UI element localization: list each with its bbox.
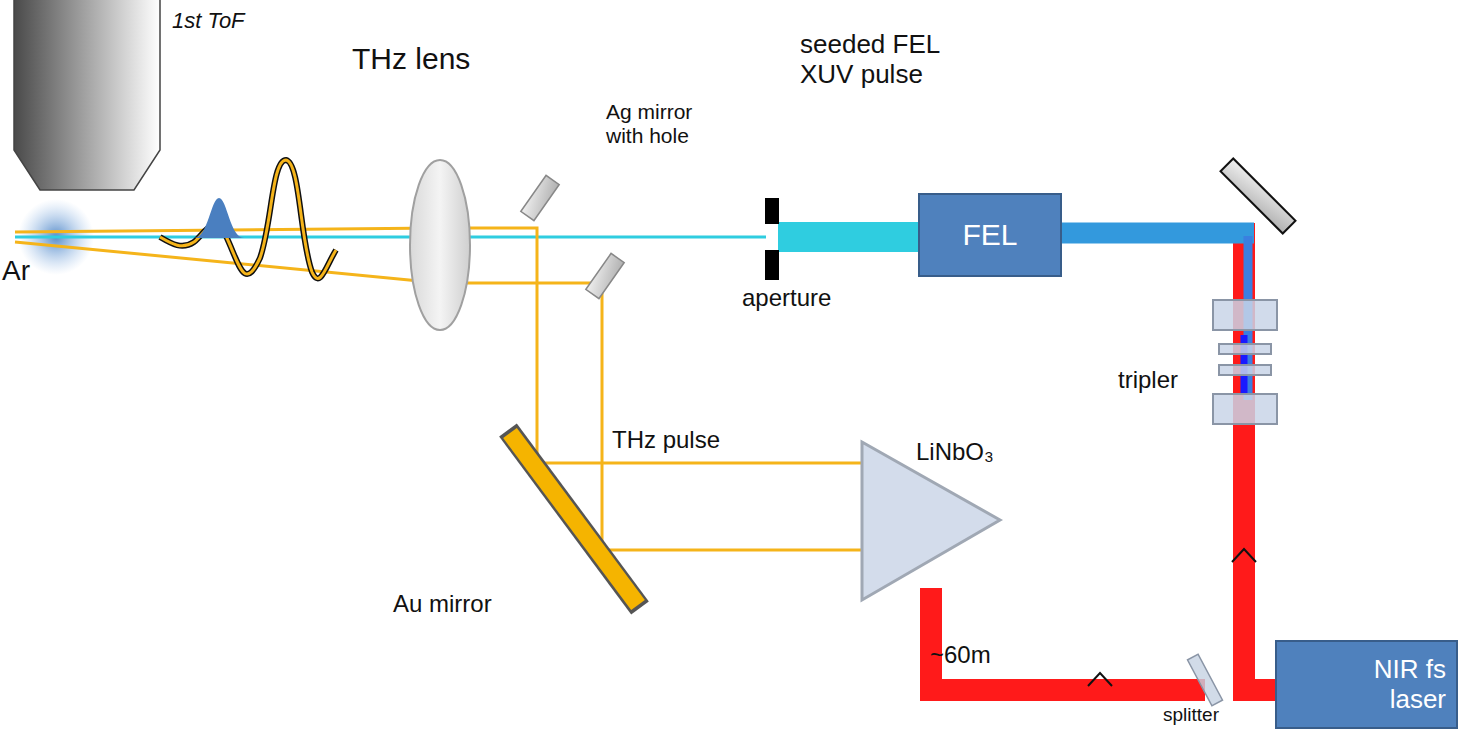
part-label: splitter <box>1163 704 1219 726</box>
xuv-pulse <box>194 198 244 238</box>
part-label: seeded FEL XUV pulse <box>800 30 980 90</box>
device-name: NIR fs laser <box>1336 655 1446 715</box>
delay-marker <box>1232 549 1256 562</box>
device-name: FEL <box>962 218 1017 253</box>
pump-beam <box>931 588 1205 690</box>
ag-mirror <box>521 175 559 220</box>
part-label: tripler <box>1118 366 1178 394</box>
delay-marker <box>1088 673 1112 686</box>
tripler-crystal <box>1213 394 1277 424</box>
au-mirror <box>508 430 640 608</box>
turning-mirror <box>1221 159 1296 234</box>
device-box: NIR fs laser <box>1275 640 1458 729</box>
laser-beam <box>1062 223 1275 690</box>
tripler-crystal <box>1213 300 1277 330</box>
part-label: ~60m <box>930 641 991 669</box>
beam-splitter <box>1187 654 1222 706</box>
xuv-beam <box>15 236 766 239</box>
part-label: Ag mirror with hole <box>606 100 726 148</box>
linbo3-prism <box>862 442 1000 600</box>
part-label: LiNbO₃ <box>916 438 994 466</box>
thz-lens <box>410 160 470 330</box>
part-label: 1st ToF <box>172 8 245 33</box>
tripler-crystal <box>1219 365 1271 375</box>
ag-mirror <box>586 253 624 298</box>
thz-waveform <box>160 160 336 278</box>
seed-beam <box>1062 223 1254 244</box>
au-mirror <box>510 433 638 605</box>
part-label: Au mirror <box>393 590 492 618</box>
tof-detector <box>14 0 160 190</box>
part-label: THz lens <box>352 42 470 77</box>
xuv-wide-beam <box>778 222 920 252</box>
tripler-crystal <box>1219 344 1271 354</box>
part-label: THz pulse <box>612 426 720 454</box>
part-label: Ar <box>2 255 30 287</box>
thz-waveform <box>160 160 336 278</box>
nir-beam <box>1244 223 1275 690</box>
aperture-blade <box>765 250 779 280</box>
part-label: aperture <box>742 284 831 312</box>
aperture-blade <box>765 198 779 224</box>
device-box: FEL <box>918 193 1062 277</box>
